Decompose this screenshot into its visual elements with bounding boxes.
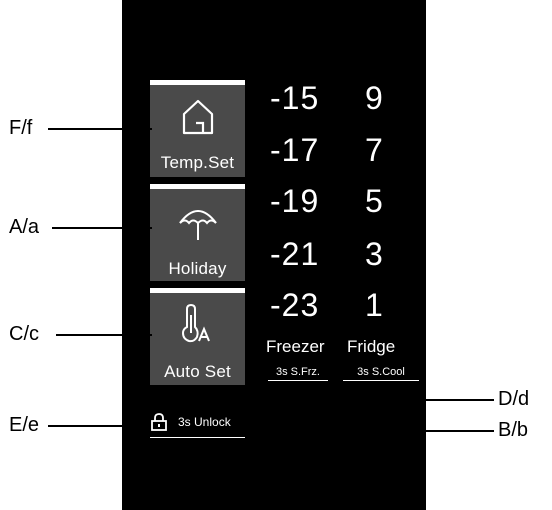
callout-e: E/e [9,414,40,436]
callout-c: C/c [9,323,39,345]
house-icon [182,99,213,135]
super-freeze-button[interactable]: 3s S.Frz. [268,366,328,381]
fridge-temp-5: 1 [365,287,384,323]
holiday-label: Holiday [168,259,227,278]
lock-icon [151,413,167,431]
fridge-label: Fridge [347,337,396,356]
fridge-temp-2: 7 [365,132,384,168]
unlock-underline [150,437,245,438]
fridge-temp-4: 3 [365,236,384,272]
callout-line-e [48,425,148,427]
callout-line-a [52,227,152,229]
callout-b: B/b [498,419,529,441]
auto-set-button[interactable]: Auto Set [150,288,245,385]
freezer-temp-1: -15 [270,80,320,116]
freezer-label: Freezer [266,337,325,356]
callout-line-c [56,334,152,336]
freezer-temp-4: -21 [270,236,320,272]
super-cool-button[interactable]: 3s S.Cool [343,366,419,381]
holiday-button[interactable]: Holiday [150,184,245,281]
umbrella-icon [178,210,217,240]
freezer-temp-3: -19 [270,183,320,219]
fridge-temp-3: 5 [365,183,384,219]
auto-set-label: Auto Set [164,362,231,381]
temp-set-button[interactable]: Temp.Set [150,80,245,177]
thermometer-auto-icon [181,303,210,343]
freezer-temp-5: -23 [270,287,320,323]
temp-set-label: Temp.Set [160,153,235,172]
fridge-temp-1: 9 [365,80,384,116]
freezer-temp-2: -17 [270,132,320,168]
unlock-hint: 3s Unlock [178,415,231,429]
callout-line-d [380,399,494,401]
callout-d: D/d [498,388,530,410]
callout-line-b-vertical [303,383,305,431]
callout-line-f [48,128,152,130]
callout-line-b [303,430,494,432]
unlock-button[interactable]: 3s Unlock [150,413,245,431]
callout-a: A/a [9,216,40,238]
callout-f: F/f [9,117,33,139]
callout-line-d-vertical [380,383,382,400]
